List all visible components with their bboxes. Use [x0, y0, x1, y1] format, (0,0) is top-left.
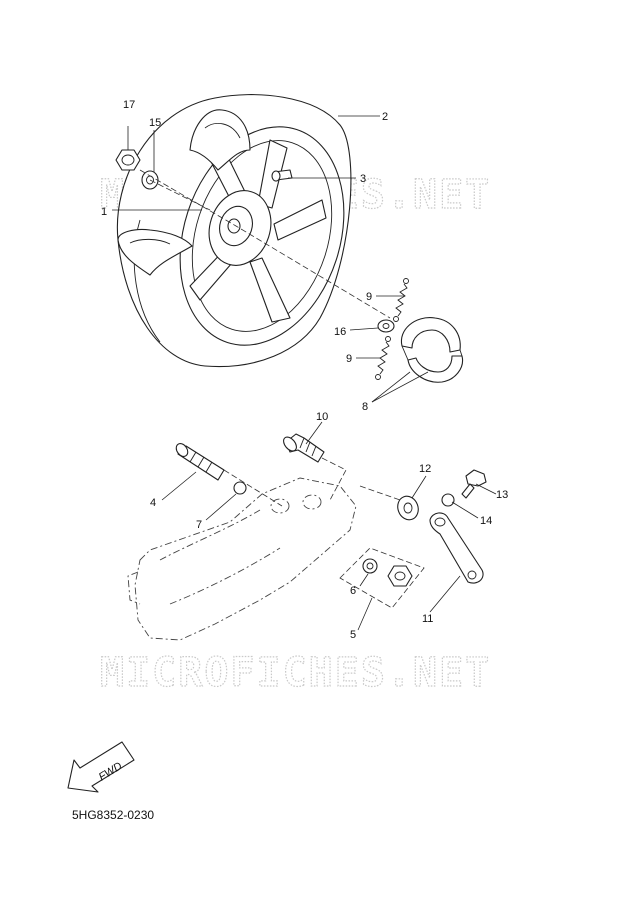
- callout-13: 13: [496, 489, 508, 501]
- brake-cam-lever-11: [429, 512, 484, 584]
- nut-washer-set-5: [339, 547, 425, 609]
- nut-17: [115, 149, 141, 171]
- callout-7: 7: [196, 519, 202, 531]
- callout-5: 5: [350, 629, 356, 641]
- callout-2: 2: [382, 111, 388, 123]
- callout-9-lower: 9: [346, 353, 352, 365]
- callout-6: 6: [350, 585, 356, 597]
- washer-16: [377, 319, 395, 333]
- washer-12: [397, 495, 419, 521]
- callout-8: 8: [362, 401, 368, 413]
- callout-10: 10: [316, 411, 328, 423]
- callout-14: 14: [480, 515, 492, 527]
- rear-wheel-assembly: [116, 94, 352, 368]
- diagram-code: 5HG8352-0230: [72, 808, 155, 822]
- bolt-13: [461, 469, 487, 499]
- washer-14: [441, 493, 455, 507]
- o-ring-7: [233, 481, 247, 495]
- callout-1: 1: [101, 206, 107, 218]
- callout-15: 15: [149, 117, 161, 129]
- washer-6: [362, 558, 378, 574]
- callout-12: 12: [419, 463, 431, 475]
- axle-nut: [387, 565, 413, 587]
- watermark-bottom: MICROFICHES.NET: [100, 650, 491, 696]
- callout-17: 17: [123, 99, 135, 111]
- callout-3: 3: [360, 173, 366, 185]
- forward-arrow: FWD: [67, 741, 135, 793]
- callout-16: 16: [334, 326, 346, 338]
- transmission-case-outline: [127, 477, 357, 641]
- spring-9-upper: [393, 278, 409, 322]
- axle-4: [175, 443, 225, 481]
- brake-shoe-set: [400, 317, 464, 383]
- callout-9-upper: 9: [366, 291, 372, 303]
- cam-shaft-10: [283, 433, 325, 463]
- callout-11: 11: [422, 613, 433, 625]
- callout-4: 4: [150, 497, 156, 509]
